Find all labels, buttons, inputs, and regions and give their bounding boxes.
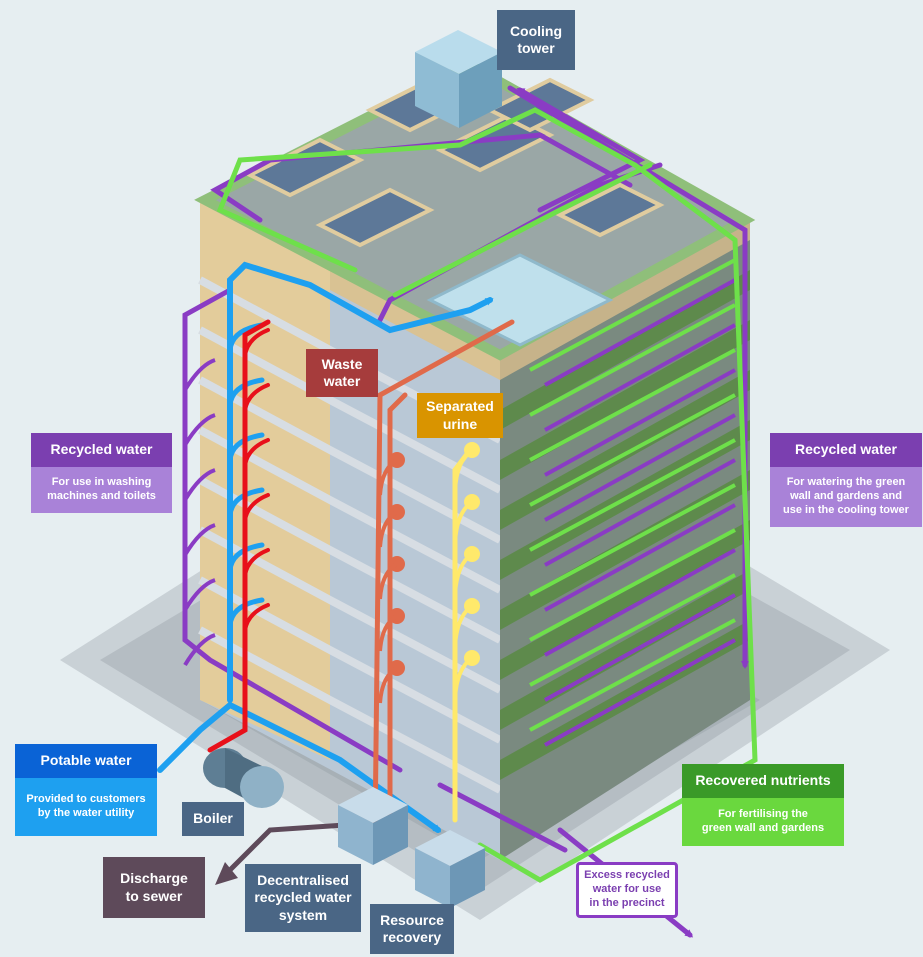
recycled-lateral [544,458,736,567]
boiler-tank [203,748,284,808]
recycled-left-title: Recycled water [50,441,153,458]
recycled-lateral [544,503,736,612]
recycled-water-left-label: Recycled water For use in washing machin… [31,433,172,513]
discharge-text: Discharge to sewer [120,870,188,904]
waste-water-pipes [372,319,515,838]
recycled-branch [183,468,216,502]
recycled-right-desc: For watering the green wall and gardens … [783,476,909,516]
waste-branch [378,562,399,600]
waste-branch [378,510,399,548]
decentralised-label: Decentralised recycled water system [245,864,361,932]
urine-branch [453,500,474,543]
recycled-lateral [544,593,736,702]
potable-desc: Provided to customers by the water utili… [26,793,146,819]
potable-branch [227,542,265,593]
sewer-discharge-pipe [223,822,346,877]
recycled-water-laterals [183,278,736,747]
hot-water-branch [243,603,270,647]
excess-text: Excess recycled water for use in the pre… [584,869,670,909]
nutrient-pipes [216,107,758,883]
waste-water-text: Waste water [321,355,363,390]
urine-branch [453,448,474,491]
boiler-text: Boiler [193,810,233,827]
recycled-right-title: Recycled water [795,441,897,458]
urine-branch [453,604,474,647]
recycled-lateral [544,278,736,387]
separated-urine-text: Separated urine [426,398,494,432]
potable-branch [227,377,265,428]
recovered-title: Recovered nutrients [695,772,831,789]
resource-recovery-cube [415,830,485,908]
hot-water-branch [243,548,270,592]
recycled-lateral [544,323,736,432]
hot-water-branch [243,438,270,482]
nutrient-lateral [529,483,736,597]
planter-row [500,270,750,430]
potable-water-label: Potable water Provided to customers by t… [15,744,157,836]
potable-title: Potable water [40,752,132,769]
recycled-lateral [544,368,736,477]
separated-urine-label: Separated urine [417,393,503,438]
waste-water-branches [378,452,405,704]
planter-row [500,370,750,530]
cooling-tower-label: Cooling tower [497,10,575,70]
nutrient-lateral [529,393,736,507]
excess-recycled-label: Excess recycled water for use in the pre… [576,862,678,918]
urine-branch [453,656,474,699]
nutrient-lateral [529,303,736,417]
recycled-water-system-cube [338,787,408,865]
sewer-arrow [215,862,238,885]
nutrient-lateral [529,573,736,687]
urine-branch [453,552,474,595]
recycled-branch [183,358,216,392]
nutrient-lateral [529,618,736,732]
recycled-lateral [544,548,736,657]
hot-water-branches [243,328,270,647]
waste-branch [378,666,399,704]
planter-row [500,320,750,480]
recycled-left-desc: For use in washing machines and toilets [47,476,156,502]
hot-water-branch [243,493,270,537]
cooling-tower-text: Cooling tower [509,22,563,57]
potable-branch [227,487,265,538]
waste-water-label: Waste water [306,349,378,397]
recycled-branch [183,413,216,447]
hot-water-branch [243,328,270,372]
boiler-label: Boiler [182,802,244,836]
cooling-tower-cube [415,30,502,128]
nutrient-laterals [529,258,736,732]
resource-recovery-text: Resource recovery [380,911,444,946]
recycled-water-right-label: Recycled water For watering the green wa… [770,433,922,527]
nutrient-lateral [529,348,736,462]
discharge-label: Discharge to sewer [103,857,205,918]
recovered-desc: For fertilising the green wall and garde… [701,808,825,834]
resource-recovery-label: Resource recovery [370,904,454,954]
recycled-branch [183,633,216,667]
urine-branches [453,442,480,699]
recycled-branch [183,578,216,612]
recovered-nutrients-label: Recovered nutrients For fertilising the … [682,764,844,846]
nutrient-lateral [529,438,736,552]
nutrient-lateral [529,258,736,372]
hot-water-branch [243,383,270,427]
waste-branch [378,458,399,496]
recycled-branch [183,523,216,557]
potable-branch [227,432,265,483]
potable-water-pipes [157,261,494,833]
recycled-lateral [544,638,736,747]
planter-row [500,520,750,680]
nutrient-lateral [529,528,736,642]
decentralised-text: Decentralised recycled water system [254,871,352,923]
recycled-lateral [544,413,736,522]
potable-branch [227,597,265,648]
waste-branch [378,614,399,652]
